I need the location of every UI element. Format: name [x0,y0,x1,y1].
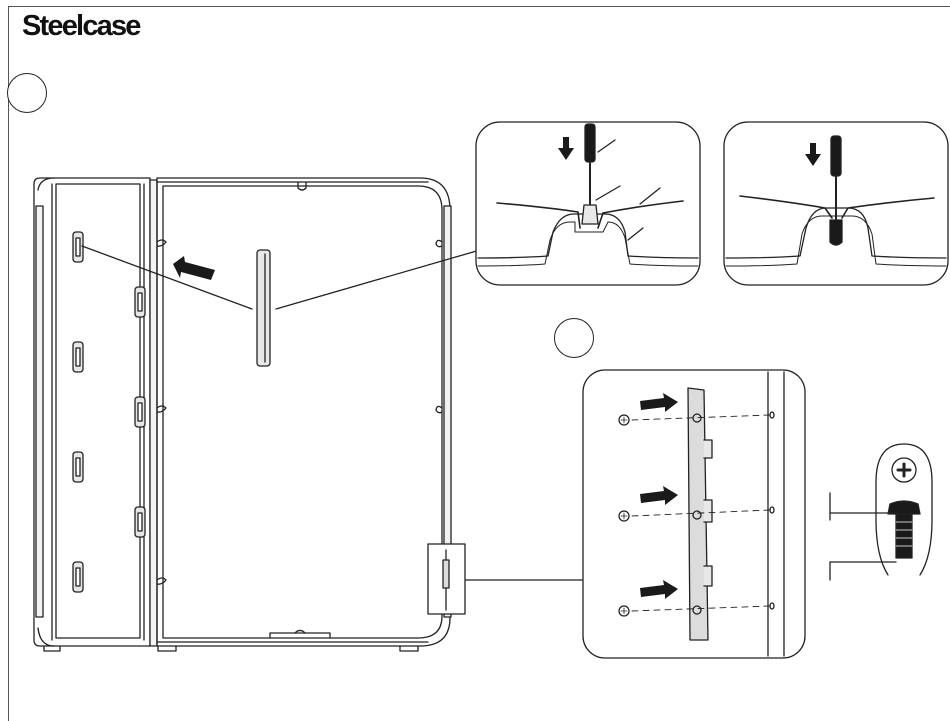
install-direction-arrow [173,256,215,280]
screw-spec-detail [830,444,932,580]
detail-trim-insertion [476,122,700,285]
panel-assembly [34,178,451,651]
detail-bracket-screws [583,370,805,658]
detail-trim-seated [724,122,948,285]
leader-line [82,246,252,309]
